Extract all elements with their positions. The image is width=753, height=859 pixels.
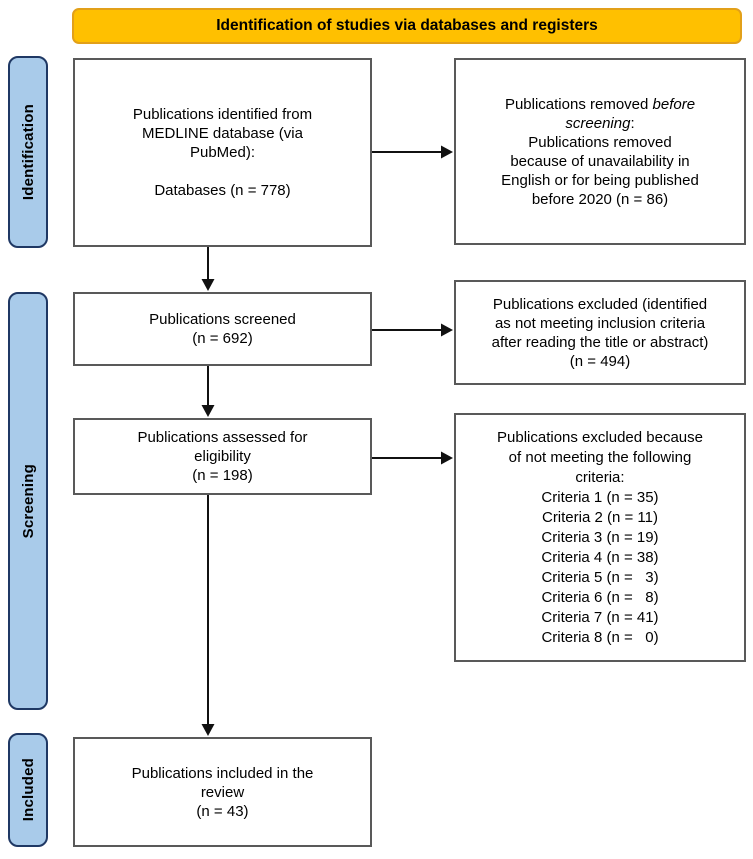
criteria-item-6: Criteria 6 (n = 8) [541, 588, 659, 606]
box-publications-screened-text: Publications screened (n = 692) [149, 311, 296, 347]
arrowhead-identified-to-removed [441, 145, 453, 159]
criteria-item-4: Criteria 4 (n = 38) [541, 548, 659, 566]
box-publications-included: Publications included in the review (n =… [73, 737, 372, 847]
box-publications-removed-body: Publications removed because of unavaila… [501, 133, 699, 208]
arrowhead-screened-to-assessed [201, 405, 215, 417]
arrowhead-screened-to-excluded [441, 323, 453, 337]
removed-header-suffix: : [630, 114, 635, 132]
box-publications-removed: Publications removed before screening: P… [454, 58, 746, 245]
box-publications-identified-text: Publications identified from MEDLINE dat… [132, 106, 313, 199]
box-publications-identified: Publications identified from MEDLINE dat… [73, 58, 372, 247]
box-publications-assessed-text: Publications assessed for eligibility (n… [137, 429, 308, 484]
box-publications-removed-header: Publications removed before screening: [484, 95, 716, 133]
box-publications-included-text: Publications included in the review (n =… [131, 764, 314, 820]
criteria-item-2: Criteria 2 (n = 11) [541, 508, 658, 526]
stage-included-label: Included [19, 758, 37, 822]
removed-header-prefix: Publications removed [504, 95, 653, 113]
arrowhead-assessed-to-included [201, 724, 215, 736]
stage-identification-label: Identification [19, 103, 37, 201]
criteria-item-3: Criteria 3 (n = 19) [541, 528, 659, 546]
criteria-item-5: Criteria 5 (n = 3) [541, 568, 659, 586]
stage-screening-label: Screening [19, 463, 37, 539]
criteria-item-8: Criteria 8 (n = 0) [541, 628, 659, 646]
arrowhead-identified-to-screened [201, 279, 215, 291]
banner-title-label: Identification of studies via databases … [216, 17, 598, 34]
stage-included: Included [8, 733, 48, 847]
box-publications-screened: Publications screened (n = 692) [73, 292, 372, 366]
stage-identification: Identification [8, 56, 48, 248]
removed-header-italic: before screening [565, 95, 696, 132]
box-publications-excluded-title-abstract-text: Publications excluded (identified as not… [491, 295, 709, 370]
criteria-item-7: Criteria 7 (n = 41) [541, 608, 659, 626]
box-publications-excluded-title-abstract: Publications excluded (identified as not… [454, 280, 746, 385]
box-publications-assessed: Publications assessed for eligibility (n… [73, 418, 372, 495]
box-excluded-criteria-header: Publications excluded because of not mee… [497, 428, 703, 486]
stage-screening: Screening [8, 292, 48, 710]
box-publications-excluded-criteria: Publications excluded because of not mee… [454, 413, 746, 662]
criteria-item-1: Criteria 1 (n = 35) [541, 488, 659, 506]
banner-title: Identification of studies via databases … [72, 8, 742, 44]
arrowhead-assessed-to-criteria [441, 451, 453, 465]
